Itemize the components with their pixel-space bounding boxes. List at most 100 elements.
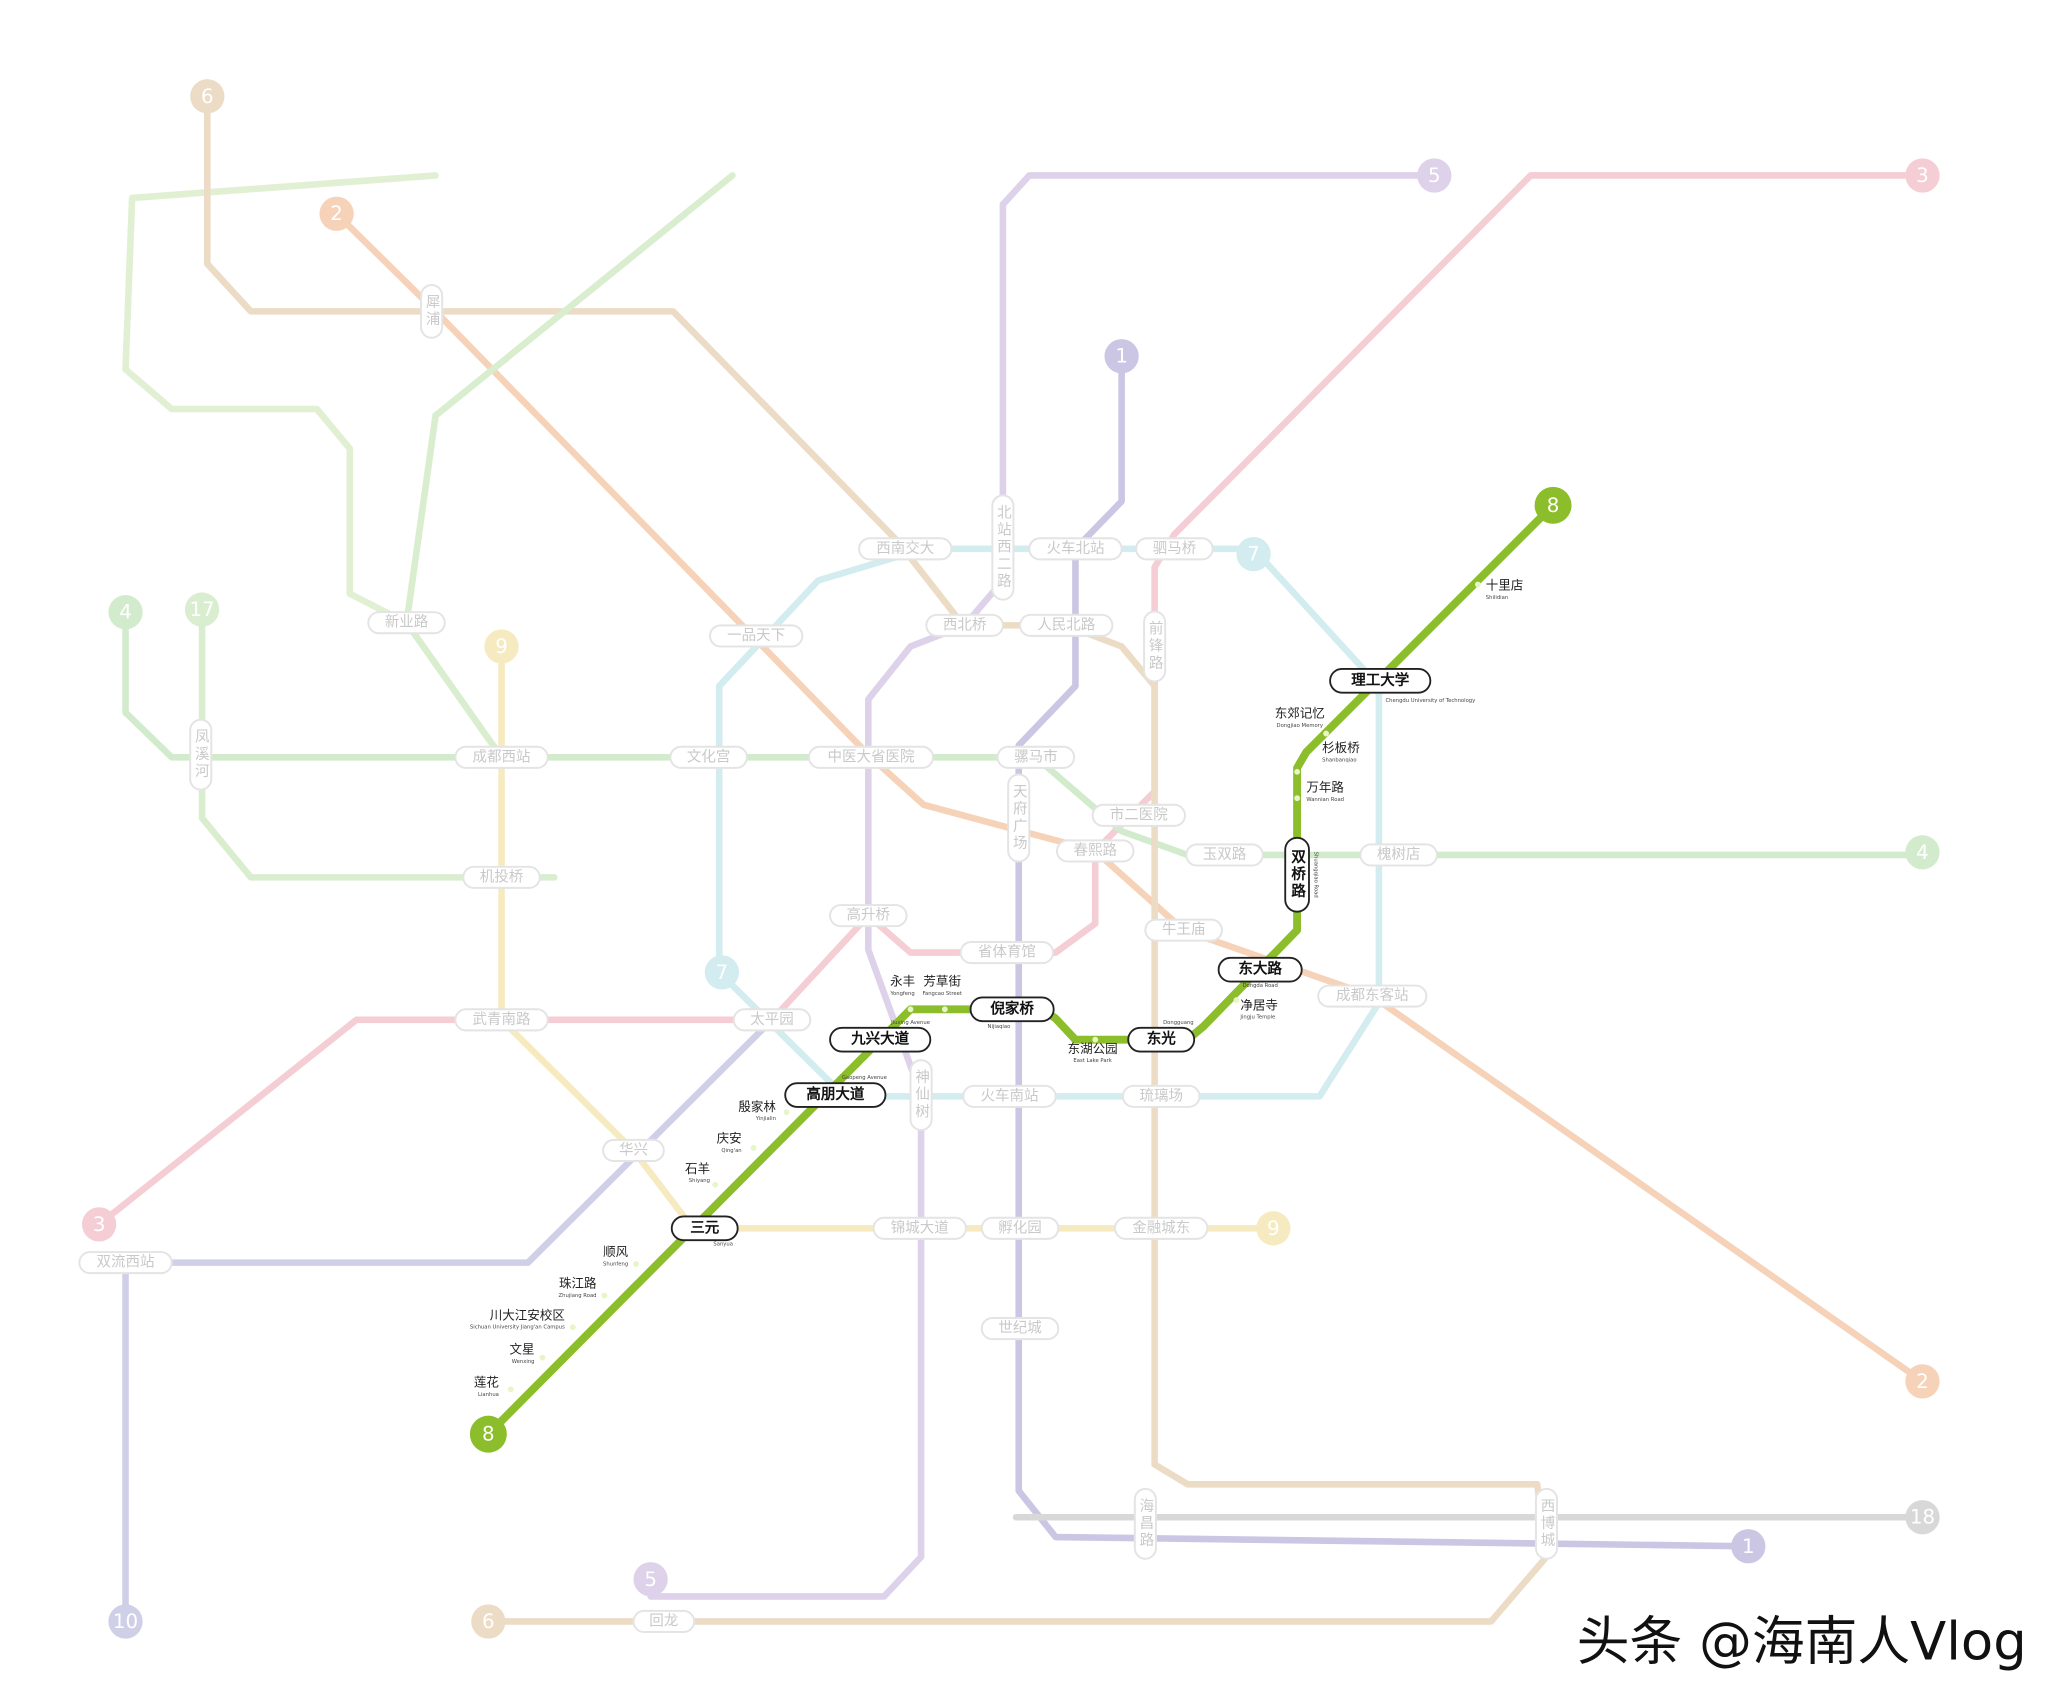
faded-station[interactable]: 凤溪河: [189, 718, 213, 791]
faded-station-label: 骡马市: [1014, 748, 1058, 765]
station-english-name: Shiyang: [689, 1178, 710, 1184]
station-dot: [712, 1181, 719, 1188]
faded-station-label: 一品天下: [727, 627, 785, 644]
line-6-badge: 6: [471, 1604, 506, 1639]
faded-station[interactable]: 高升桥: [829, 904, 908, 928]
faded-station[interactable]: 武青南路: [454, 1008, 549, 1032]
faded-station[interactable]: 锦城大道: [872, 1216, 967, 1240]
faded-station-label: 火车南站: [980, 1087, 1038, 1104]
line-4-badge: 4: [1905, 835, 1940, 870]
faded-station-label: 牛王庙: [1162, 921, 1205, 938]
faded-station[interactable]: 玉双路: [1185, 843, 1264, 867]
station-english-name: Dongda Road: [1242, 983, 1277, 989]
faded-station[interactable]: 回龙: [632, 1609, 696, 1634]
faded-station[interactable]: 成都西站: [454, 745, 549, 769]
faded-station[interactable]: 中医大省医院: [807, 745, 934, 769]
line-6-badge: 6: [190, 79, 225, 114]
station-english-name: Yongfeng: [890, 991, 915, 997]
faded-station[interactable]: 华兴: [602, 1138, 665, 1163]
faded-station[interactable]: 神仙树: [909, 1059, 933, 1132]
faded-station[interactable]: 春熙路: [1055, 839, 1135, 863]
faded-station[interactable]: 市二医院: [1091, 803, 1186, 827]
faded-station[interactable]: 双流西站: [78, 1251, 173, 1275]
faded-station[interactable]: 孵化园: [980, 1216, 1060, 1240]
interchange-box: [1284, 836, 1310, 913]
faded-station[interactable]: 前锋路: [1143, 610, 1167, 683]
faded-station[interactable]: 槐树店: [1359, 843, 1438, 867]
station-dot: [1294, 768, 1301, 775]
station-english-name: Fangcao Street: [922, 991, 961, 997]
svg-text:7: 7: [1247, 543, 1260, 566]
faded-station[interactable]: 文化宫: [669, 745, 748, 769]
svg-text:18: 18: [1910, 1506, 1935, 1529]
svg-text:4: 4: [119, 601, 132, 624]
station-name: 双桥路: [1289, 849, 1305, 901]
faded-station-label: 世纪城: [998, 1320, 1042, 1337]
faded-station[interactable]: 成都东客站: [1317, 984, 1428, 1008]
line-8-station[interactable]: 双桥路 Shuangqiao Road: [1284, 836, 1318, 913]
line-8-badge-south: 8: [469, 1415, 507, 1453]
faded-station[interactable]: 西博城: [1534, 1487, 1559, 1560]
station-name: 东大路: [1238, 960, 1282, 978]
station-english-name: Shuangqiao Road: [1312, 852, 1318, 898]
station-english-name: East Lake Park: [1073, 1058, 1112, 1064]
faded-station[interactable]: 金融城东: [1114, 1216, 1209, 1240]
faded-station[interactable]: 西北桥: [925, 613, 1004, 637]
faded-station-label: 驷马桥: [1153, 540, 1197, 557]
faded-station[interactable]: 火车南站: [962, 1084, 1057, 1108]
faded-station[interactable]: 琉璃场: [1121, 1084, 1201, 1108]
station-name: 净居寺: [1240, 997, 1278, 1012]
line-8-station[interactable]: 东大路 Dongda Road: [1217, 956, 1303, 989]
interchange-box: [1217, 956, 1303, 983]
station-name: 倪家桥: [990, 999, 1034, 1017]
faded-station[interactable]: 西南交大: [858, 537, 953, 561]
faded-station[interactable]: 驷马桥: [1135, 537, 1214, 561]
svg-text:2: 2: [330, 202, 343, 225]
faded-station[interactable]: 海昌路: [1133, 1487, 1157, 1560]
interchange-box: [969, 996, 1055, 1023]
faded-station-label: 犀浦: [424, 294, 440, 328]
faded-station[interactable]: 人民北路: [1019, 613, 1114, 637]
faded-station[interactable]: 牛王庙: [1144, 918, 1223, 942]
line-8-station[interactable]: 石羊 Shiyang: [685, 1161, 719, 1188]
faded-station[interactable]: 北站西二路: [991, 494, 1015, 601]
faded-station[interactable]: 火车北站: [1028, 537, 1123, 561]
faded-station[interactable]: 一品天下: [709, 624, 804, 648]
faded-station[interactable]: 新业路: [367, 611, 446, 635]
faded-station[interactable]: 省体育馆: [959, 941, 1055, 965]
faded-station[interactable]: 机投桥: [462, 865, 541, 889]
faded-station[interactable]: 犀浦: [420, 283, 444, 339]
faded-station-label: 省体育馆: [978, 944, 1036, 961]
line-7-badge: 7: [1236, 536, 1271, 572]
station-name: 石羊: [685, 1161, 710, 1176]
station-english-name: Lianhua: [478, 1392, 499, 1398]
faded-station[interactable]: 天府广场: [1007, 773, 1031, 863]
svg-text:17: 17: [189, 598, 214, 621]
line-5-badge: 5: [633, 1562, 668, 1597]
faded-station[interactable]: 世纪城: [980, 1317, 1060, 1341]
station-dot: [907, 1006, 914, 1013]
faded-station[interactable]: 骡马市: [996, 745, 1076, 769]
faded-station[interactable]: 太平园: [732, 1008, 812, 1032]
